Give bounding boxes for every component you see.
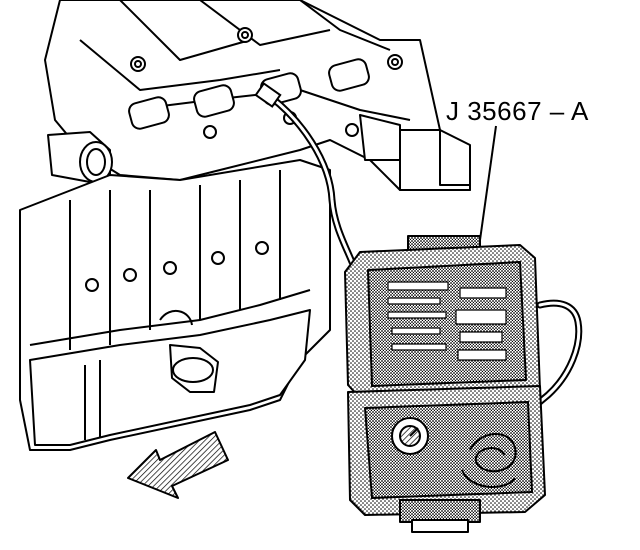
callout-leader-line	[479, 125, 497, 241]
engine-block	[19, 0, 471, 451]
coiled-hose	[461, 433, 517, 489]
front-of-vehicle-arrow-icon	[127, 431, 229, 499]
oil-filter	[169, 344, 219, 393]
borescope-tool-case-icon	[344, 235, 546, 533]
tool-callout-label: J 35667 – A	[446, 96, 589, 126]
pressure-gauge-icon	[391, 417, 429, 455]
sensor-hose	[254, 82, 583, 414]
lid-instruction-panel	[387, 281, 507, 361]
coolant-fitting	[47, 131, 113, 183]
